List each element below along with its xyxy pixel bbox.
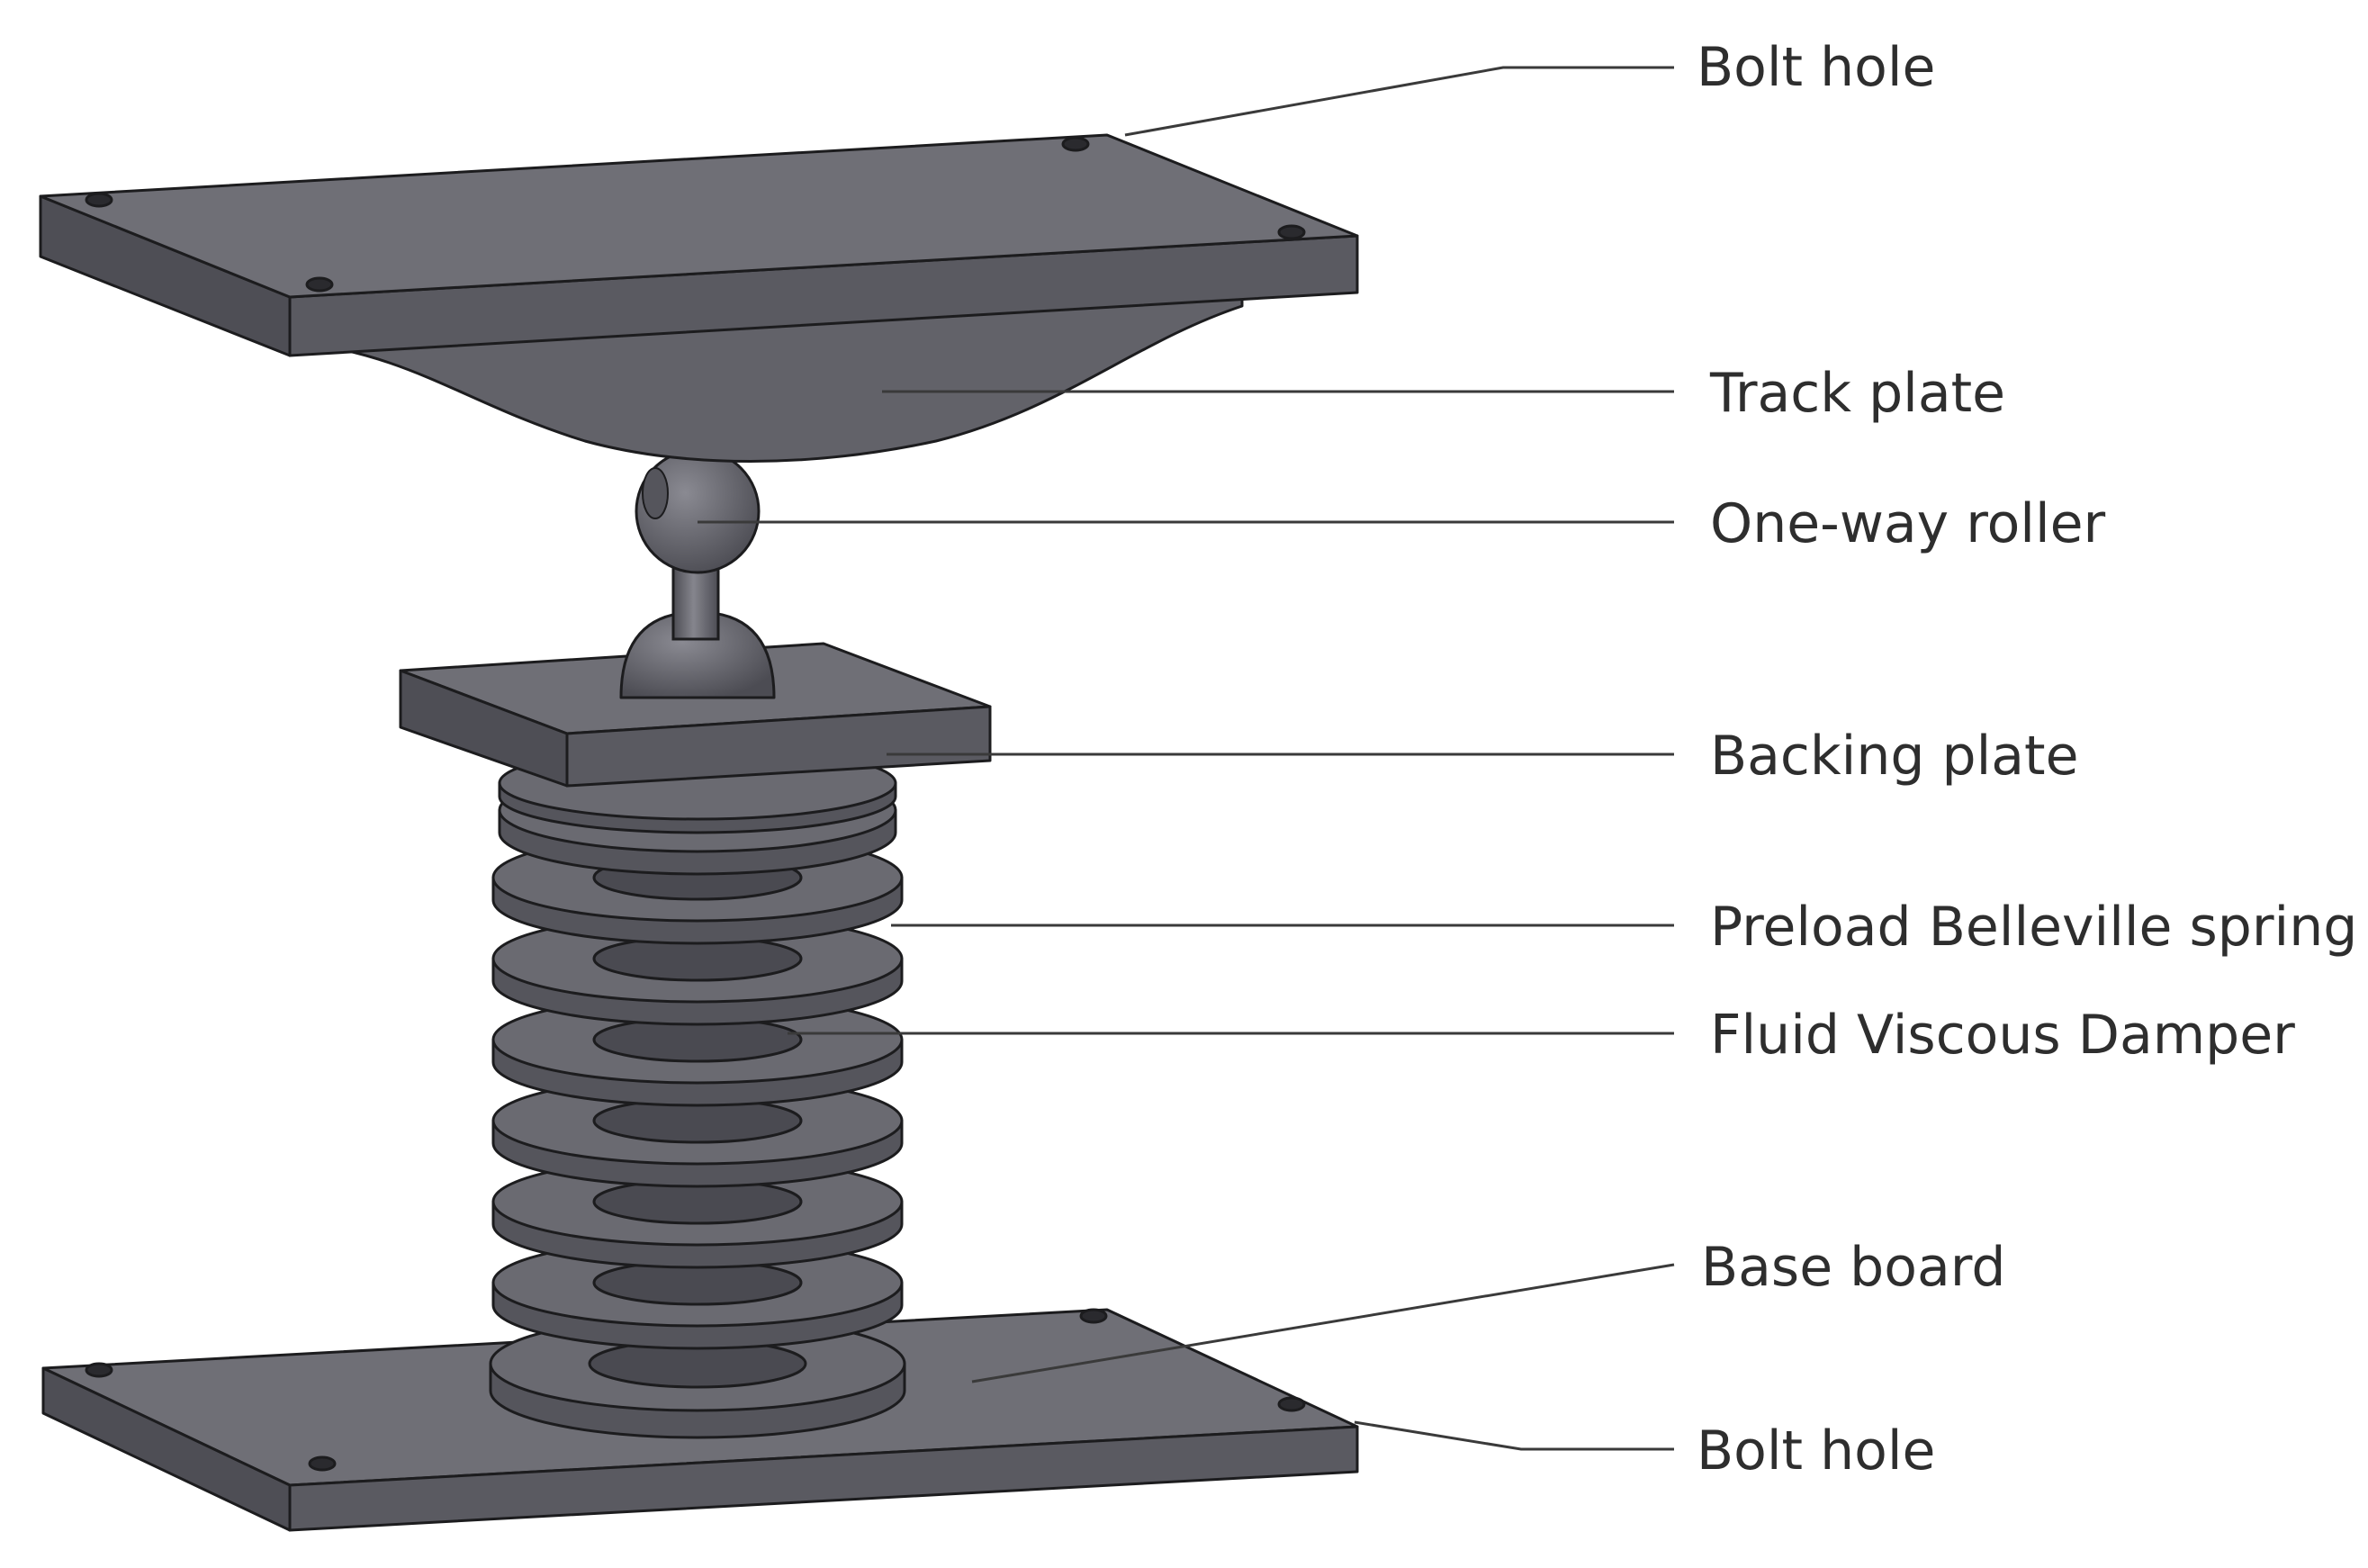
bolt-hole-bottom-markers — [85, 1308, 1306, 1472]
label-preload-belleville-spring: Preload Belleville spring — [1710, 896, 2357, 959]
label-bolt-hole-top: Bolt hole — [1697, 36, 1935, 99]
label-fluid-viscous-damper: Fluid Viscous Damper — [1710, 1004, 2295, 1067]
label-track-plate: Track plate — [1709, 362, 2005, 425]
label-base-board: Base board — [1701, 1236, 2005, 1299]
bolt-hole-top-markers — [85, 136, 1306, 293]
track-plate — [39, 133, 1359, 463]
preload-belleville-spring-stack — [489, 745, 906, 1439]
leader-base-board — [971, 1263, 1675, 1383]
callout-labels: Bolt hole Track plate One-way roller Bac… — [1697, 36, 2357, 1482]
label-one-way-roller: One-way roller — [1710, 492, 2106, 555]
leader-lines — [698, 66, 1675, 1451]
label-backing-plate: Backing plate — [1710, 725, 2078, 788]
leader-bolt-hole-top — [1124, 66, 1674, 137]
label-bolt-hole-bottom: Bolt hole — [1697, 1419, 1935, 1482]
one-way-roller — [619, 448, 776, 699]
leader-bolt-hole-bottom — [1354, 1420, 1674, 1451]
